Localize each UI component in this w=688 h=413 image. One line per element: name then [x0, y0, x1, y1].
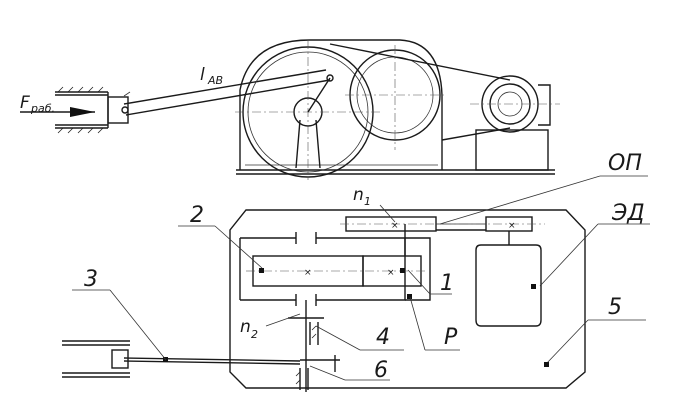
connecting-rod — [121, 69, 334, 116]
pinion-gear — [345, 45, 445, 150]
scheme-view: × × × × — [62, 151, 650, 392]
label-p: P — [444, 325, 458, 350]
label-n2-sub: 2 — [251, 328, 258, 341]
gearbox: × × — [239, 224, 431, 306]
rod-length-label: l — [200, 65, 205, 85]
cross-mark: × — [304, 268, 312, 278]
label-1: 1 — [440, 271, 454, 296]
cross-mark: × — [508, 221, 516, 231]
cross-mark: × — [387, 268, 395, 278]
force-arrow — [20, 107, 95, 117]
label-n1-sub: 1 — [364, 195, 371, 208]
force-label-sub: раб. — [30, 102, 55, 115]
force-label: F — [20, 93, 30, 113]
crank-supports — [288, 300, 340, 392]
press-cylinder — [55, 86, 129, 134]
leader-lines — [72, 175, 650, 381]
electric-motor-side — [470, 75, 560, 171]
label-ed: ЭД — [611, 201, 645, 226]
label-op: ОП — [608, 151, 642, 176]
slider-mechanism — [62, 340, 301, 378]
motor-box — [475, 231, 542, 327]
label-6: 6 — [374, 358, 388, 383]
label-5: 5 — [608, 295, 622, 320]
rod-length-sub: AB — [207, 74, 223, 87]
crank-wheel — [235, 40, 380, 180]
top-view: F раб. l AB — [20, 39, 560, 180]
label-3: 3 — [84, 267, 98, 292]
gear-housing — [236, 39, 555, 175]
label-2: 2 — [190, 203, 204, 228]
frame — [229, 209, 586, 389]
belt-transmission: × × — [340, 216, 545, 232]
label-4: 4 — [376, 325, 390, 350]
label-n2: n — [240, 317, 251, 337]
label-n1: n — [353, 185, 364, 205]
cross-mark: × — [391, 221, 399, 231]
